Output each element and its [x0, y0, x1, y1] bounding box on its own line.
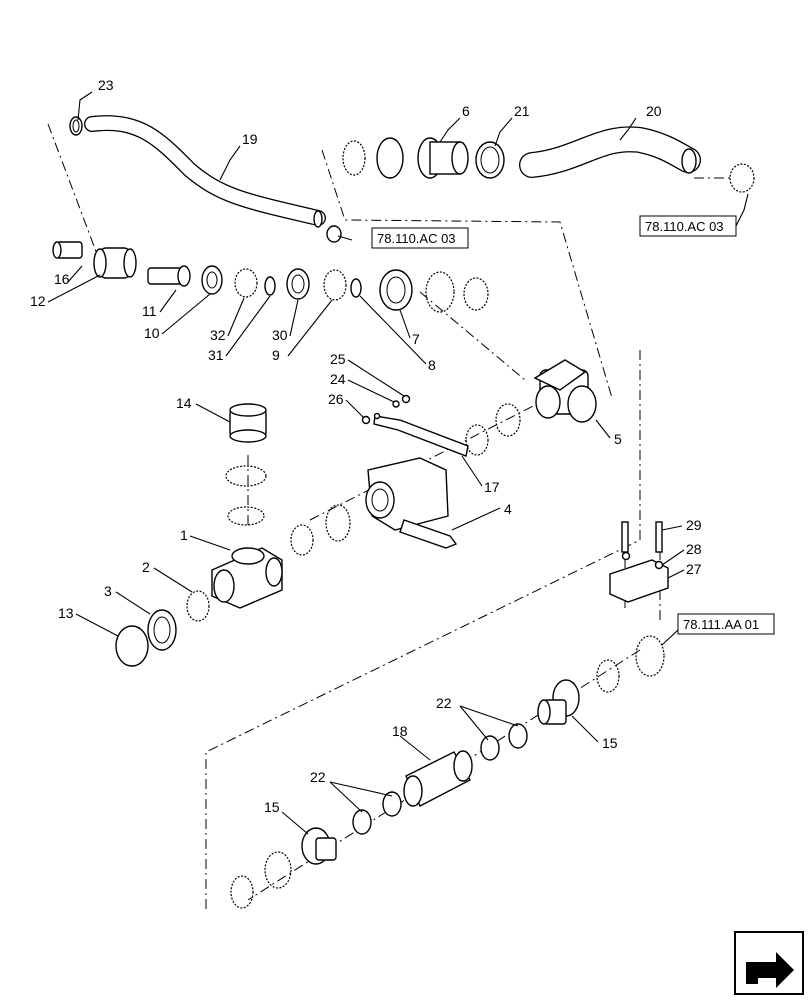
callout-25: 25 [330, 351, 346, 367]
callout-22-upper: 22 [436, 695, 452, 711]
reference-label: 78.111.AA 01 [683, 617, 759, 632]
cap-14 [225, 403, 267, 526]
tee-body-1 [211, 547, 283, 609]
reference-label: 78.110.AC 03 [645, 219, 724, 234]
leader-lines [47, 91, 749, 835]
callout-21: 21 [514, 103, 530, 119]
clamp-23 [69, 116, 83, 136]
fitting-11 [147, 265, 191, 287]
reference-box-top-center[interactable]: 78.110.AC 03 [371, 227, 469, 249]
pipe-18 [403, 750, 473, 807]
reference-box-right[interactable]: 78.111.AA 01 [677, 613, 775, 635]
hose-19 [84, 115, 326, 228]
lower-fittings-right [480, 635, 665, 761]
callout-11: 11 [142, 303, 157, 319]
callout-23: 23 [98, 77, 114, 93]
coupler-6 [342, 137, 469, 179]
callout-3: 3 [104, 583, 112, 599]
callout-16: 16 [54, 271, 70, 287]
callout-15-left: 15 [264, 799, 280, 815]
callout-19: 19 [242, 131, 258, 147]
callout-2: 2 [142, 559, 150, 575]
callout-6: 6 [462, 103, 470, 119]
callout-8: 8 [428, 357, 436, 373]
callout-22-lower: 22 [310, 769, 326, 785]
next-page-arrow-icon[interactable] [734, 931, 804, 995]
callout-10: 10 [144, 325, 160, 341]
valve-assembly-4 [290, 457, 458, 556]
callout-17: 17 [484, 479, 500, 495]
bracket-17 [361, 394, 469, 457]
reference-label: 78.110.AC 03 [377, 231, 456, 246]
callout-24: 24 [330, 371, 346, 387]
callout-27: 27 [686, 561, 702, 577]
callout-13: 13 [58, 605, 74, 621]
valve-body-5 [465, 359, 597, 456]
callout-labels: 23 19 6 21 20 16 12 11 10 32 31 30 9 7 8… [30, 77, 702, 815]
callout-1: 1 [180, 527, 188, 543]
callout-4: 4 [504, 501, 512, 517]
callout-20: 20 [646, 103, 662, 119]
hose-20 [519, 126, 701, 178]
callout-7: 7 [412, 331, 420, 347]
callout-26: 26 [328, 391, 344, 407]
callout-12: 12 [30, 293, 46, 309]
reference-box-top-right[interactable]: 78.110.AC 03 [639, 215, 737, 237]
callout-29: 29 [686, 517, 702, 533]
row-rings [201, 225, 489, 313]
lower-left-rings [115, 590, 210, 667]
fitting-16 [52, 241, 83, 259]
callout-32: 32 [210, 327, 226, 343]
valve-12 [93, 247, 137, 279]
mount-bracket-27 [609, 521, 669, 603]
callout-28: 28 [686, 541, 702, 557]
callout-9: 9 [272, 347, 280, 363]
clamp-upper-right [729, 163, 755, 193]
clamp-21 [475, 141, 505, 179]
callout-30: 30 [272, 327, 288, 343]
callout-14: 14 [176, 395, 192, 411]
callout-31: 31 [208, 347, 224, 363]
callout-18: 18 [392, 723, 408, 739]
callout-15-right: 15 [602, 735, 618, 751]
lower-fittings-left [230, 791, 402, 909]
callout-5: 5 [614, 431, 622, 447]
